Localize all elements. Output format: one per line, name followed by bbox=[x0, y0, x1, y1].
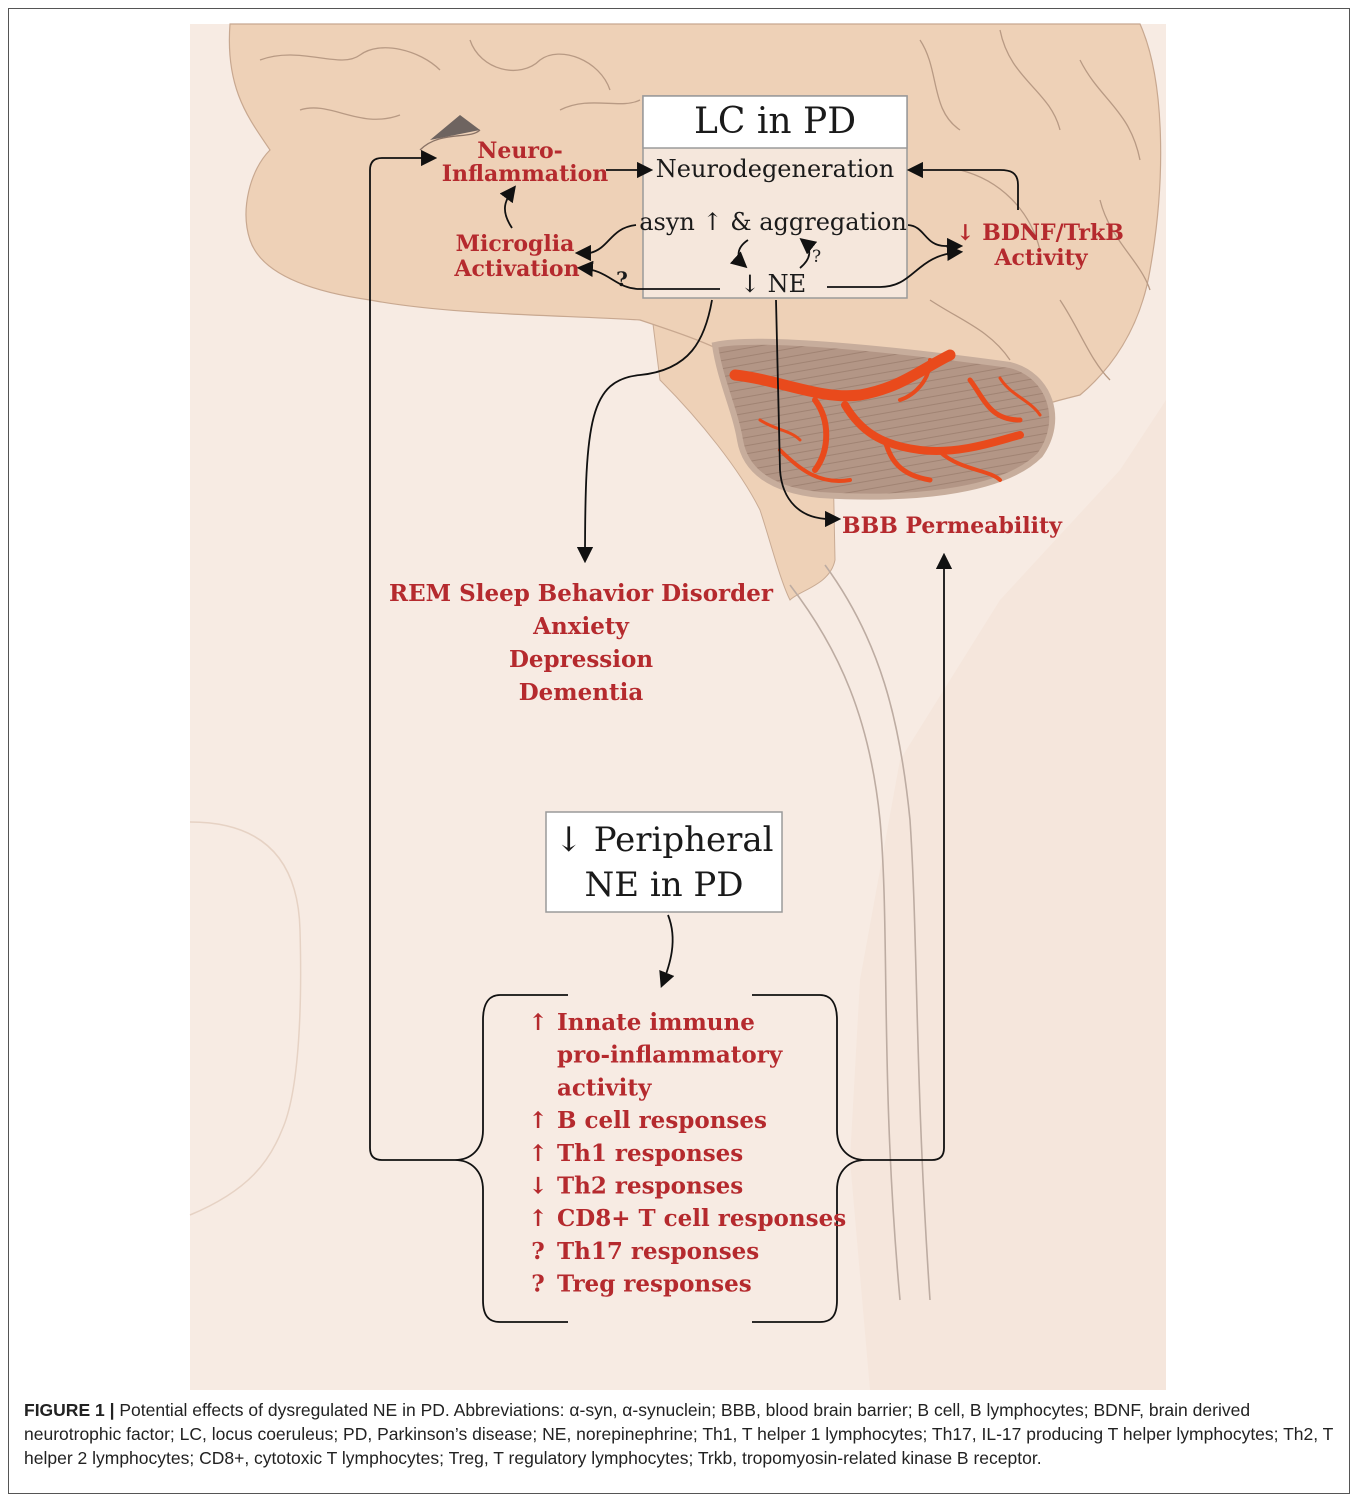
immune-item-symbol: ↑ bbox=[528, 1009, 547, 1036]
bdnf-label-2: Activity bbox=[993, 245, 1088, 271]
immune-item-text: B cell responses bbox=[557, 1107, 767, 1134]
immune-item-symbol: ↑ bbox=[528, 1140, 547, 1167]
microglia-label-2: Activation bbox=[453, 256, 579, 282]
question-mark-lc: ? bbox=[812, 247, 821, 267]
bbb-label: BBB Permeability bbox=[842, 513, 1063, 539]
immune-item-text: Th2 responses bbox=[557, 1173, 743, 1200]
immune-item-text: activity bbox=[557, 1074, 652, 1101]
immune-item-symbol: ↑ bbox=[528, 1107, 547, 1134]
immune-item-text: Innate immune bbox=[557, 1009, 755, 1036]
immune-item-symbol: ? bbox=[531, 1271, 544, 1298]
immune-item-text: pro-inflammatory bbox=[557, 1042, 783, 1069]
symptom-item: Anxiety bbox=[532, 613, 629, 640]
neuro-inflammation-label-2: Inflammation bbox=[442, 161, 609, 187]
immune-item-text: Th1 responses bbox=[557, 1140, 743, 1167]
symptom-item: REM Sleep Behavior Disorder bbox=[389, 580, 774, 607]
microglia-label-1: Microglia bbox=[456, 231, 575, 257]
immune-item-text: Treg responses bbox=[557, 1271, 752, 1298]
figure-caption: FIGURE 1 | Potential effects of dysregul… bbox=[24, 1398, 1336, 1470]
lc-box-title: LC in PD bbox=[694, 101, 856, 142]
symptom-item: Dementia bbox=[519, 679, 644, 706]
immune-item-symbol: ↓ bbox=[528, 1173, 547, 1200]
asyn-label: asyn ↑ & aggregation bbox=[639, 208, 907, 236]
neurodegeneration-label: Neurodegeneration bbox=[656, 155, 894, 183]
immune-item-symbol: ↑ bbox=[528, 1205, 547, 1232]
caption-label: FIGURE 1 | bbox=[24, 1400, 114, 1420]
peripheral-label-1: ↓ Peripheral bbox=[554, 820, 773, 860]
immune-item-text: Th17 responses bbox=[557, 1238, 759, 1265]
ne-label: ↓ NE bbox=[740, 270, 806, 298]
symptom-item: Depression bbox=[509, 646, 653, 673]
peripheral-label-2: NE in PD bbox=[584, 865, 743, 905]
caption-text: Potential effects of dysregulated NE in … bbox=[24, 1400, 1333, 1468]
immune-item-symbol: ? bbox=[531, 1238, 544, 1265]
bdnf-label-1: ↓ BDNF/TrkB bbox=[956, 220, 1124, 246]
immune-item-text: CD8+ T cell responses bbox=[557, 1205, 846, 1232]
